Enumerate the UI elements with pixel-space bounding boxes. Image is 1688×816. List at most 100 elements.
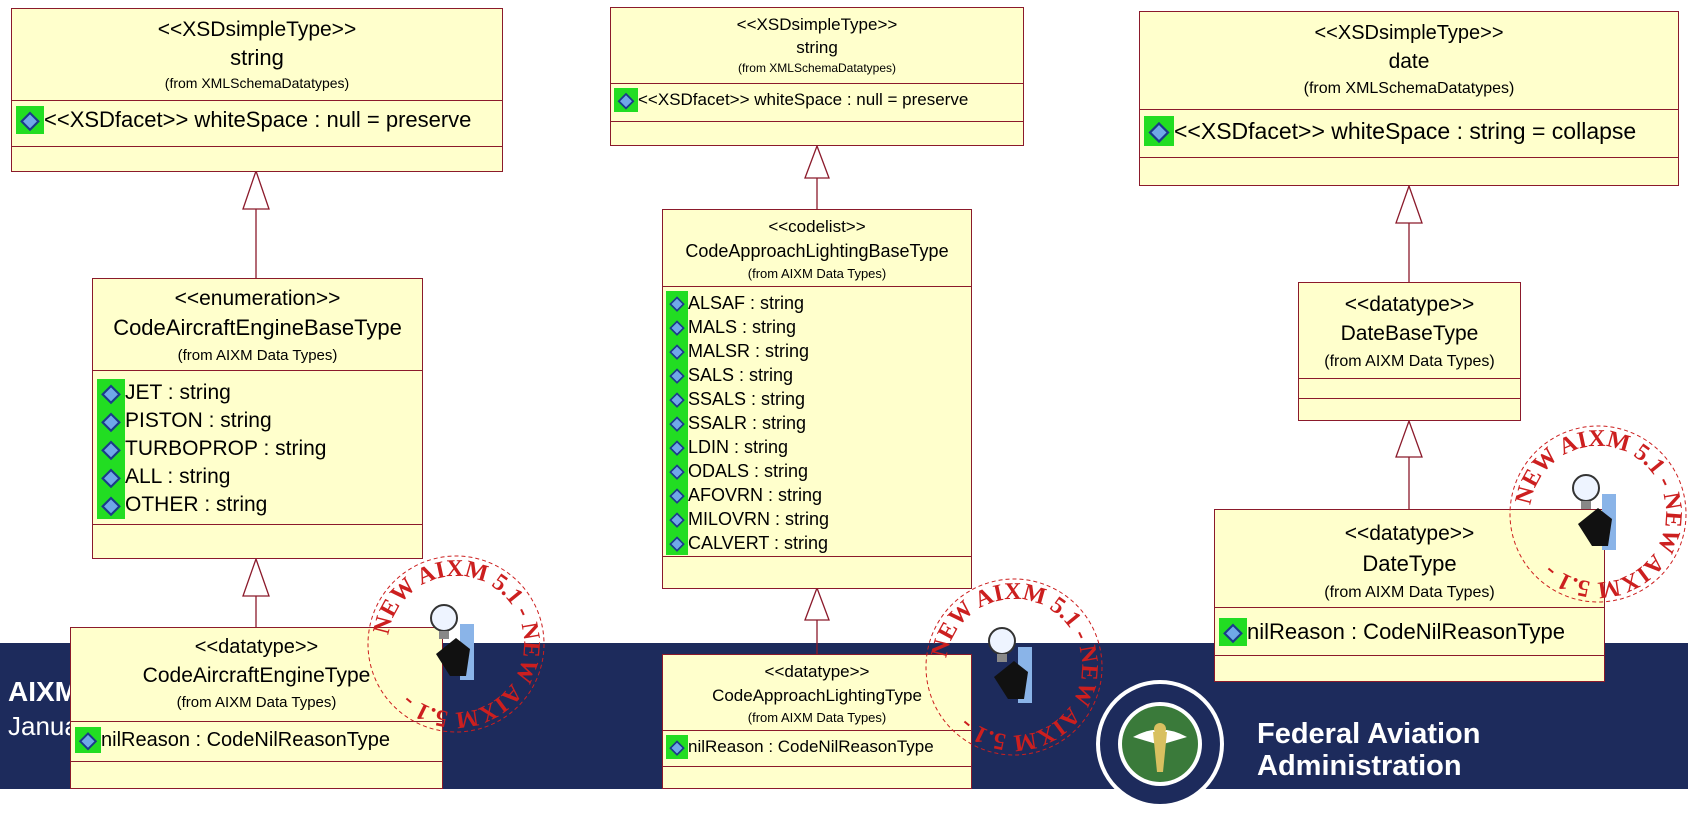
attribute-icon [666, 531, 688, 555]
attribute-label: SALS : string [688, 364, 794, 385]
class-origin: (from AIXM Data Types) [747, 266, 887, 281]
class-origin: (from AIXM Data Types) [1324, 353, 1495, 370]
class-name: CodeAircraftEngineType [142, 664, 371, 687]
class-stereotype: <<datatype>> [194, 636, 319, 658]
class-stereotype: <<XSDsimpleType>> [1314, 22, 1504, 44]
attribute-icon [666, 363, 688, 387]
class-name: date [1388, 50, 1430, 73]
attribute-label: MALSR : string [688, 340, 810, 361]
class-header: <<datatype>> CodeApproachLightingType (f… [663, 655, 971, 731]
class-name: DateType [1362, 551, 1457, 576]
attribute-icon [1144, 116, 1174, 146]
class-stereotype: <<XSDsimpleType>> [157, 18, 357, 41]
attribute-row: ALL : string [97, 463, 422, 491]
class-header: <<datatype>> DateType (from AIXM Data Ty… [1215, 510, 1604, 608]
attribute-icon [666, 291, 688, 315]
attribute-row: <<XSDfacet>> whiteSpace : string = colla… [1144, 115, 1678, 147]
attribute-label: <<XSDfacet>> whiteSpace : null = preserv… [638, 90, 969, 109]
attribute-icon [16, 106, 44, 134]
attribute-icon [614, 88, 638, 112]
new-aixm-badge: NEW AIXM 5.1 - NEW AIXM 5.1 - [1509, 425, 1687, 603]
class-stereotype: <<codelist>> [768, 217, 866, 236]
attribute-label: ALL : string [125, 465, 231, 488]
attribute-row: OTHER : string [97, 491, 422, 519]
attribute-label: SSALR : string [688, 412, 807, 433]
attribute-icon [666, 315, 688, 339]
attribute-icon [666, 507, 688, 531]
class-origin: (from AIXM Data Types) [176, 694, 337, 711]
class-header: <<codelist>> CodeApproachLightingBaseTyp… [663, 210, 971, 287]
attribute-icon [666, 459, 688, 483]
attribute-label: JET : string [125, 381, 231, 404]
class-name: string [796, 38, 838, 57]
class-name: CodeAircraftEngineBaseType [113, 315, 402, 340]
class-origin: (from XMLSchemaDatatypes) [164, 75, 350, 91]
attribute-icon [97, 435, 125, 463]
uml-diagram: AIXM 5.1 Developer's Seminar January Fed… [0, 7, 1688, 804]
attribute-row: ALSAF : string [666, 291, 971, 315]
class-name: CodeApproachLightingType [712, 686, 922, 705]
attribute-label: nilReason : CodeNilReasonType [1247, 619, 1565, 644]
generalization-arrow-5 [1395, 184, 1423, 282]
class-stereotype: <<XSDsimpleType>> [736, 15, 898, 34]
attribute-icon [1219, 618, 1247, 646]
attribute-row: MILOVRN : string [666, 507, 971, 531]
attribute-icon [97, 379, 125, 407]
class-stereotype: <<datatype>> [1344, 522, 1475, 545]
attribute-icon [666, 483, 688, 507]
attribute-row: SALS : string [666, 363, 971, 387]
attribute-icon [666, 735, 688, 759]
class-stereotype: <<enumeration>> [174, 287, 341, 310]
attribute-row: SSALR : string [666, 411, 971, 435]
class-box-date-base-type: <<datatype>> DateBaseType (from AIXM Dat… [1298, 282, 1521, 421]
class-box-code-approach-lighting-base-type: <<codelist>> CodeApproachLightingBaseTyp… [662, 209, 972, 589]
attribute-compartment: JET : string PISTON : string TURBOPROP :… [93, 371, 422, 525]
attribute-row: SSALS : string [666, 387, 971, 411]
attribute-label: OTHER : string [125, 493, 268, 516]
attribute-label: LDIN : string [688, 436, 789, 457]
attribute-icon [666, 411, 688, 435]
agency-name-line2: Administration [1257, 750, 1462, 782]
class-header: <<XSDsimpleType>> date (from XMLSchemaDa… [1140, 12, 1678, 110]
class-box-code-approach-lighting-type: <<datatype>> CodeApproachLightingType (f… [662, 654, 972, 789]
class-header: <<XSDsimpleType>> string (from XMLSchema… [12, 9, 502, 101]
attribute-icon [666, 339, 688, 363]
class-stereotype: <<datatype>> [1344, 293, 1475, 316]
attribute-compartment: ALSAF : string MALS : string MALSR : str… [663, 287, 971, 557]
lightbulb-badge-icon [1572, 474, 1616, 550]
attribute-row: TURBOPROP : string [97, 435, 422, 463]
attribute-icon [97, 407, 125, 435]
class-name: CodeApproachLightingBaseType [685, 241, 949, 261]
generalization-arrow-2 [242, 557, 270, 627]
attribute-icon [97, 463, 125, 491]
attribute-label: <<XSDfacet>> whiteSpace : string = colla… [1174, 117, 1637, 144]
lightbulb-badge-icon [988, 627, 1032, 703]
attribute-row: nilReason : CodeNilReasonType [75, 726, 442, 754]
class-name: DateBaseType [1340, 322, 1479, 345]
attribute-compartment: <<XSDfacet>> whiteSpace : null = preserv… [12, 101, 502, 147]
attribute-label: MILOVRN : string [688, 508, 830, 529]
class-box-xsd-string-1: <<XSDsimpleType>> string (from XMLSchema… [11, 8, 503, 172]
attribute-row: JET : string [97, 379, 422, 407]
class-box-date-type: <<datatype>> DateType (from AIXM Data Ty… [1214, 509, 1605, 682]
attribute-row: nilReason : CodeNilReasonType [1219, 617, 1604, 647]
generalization-arrow-3 [804, 144, 830, 209]
class-origin: (from XMLSchemaDatatypes) [737, 61, 897, 75]
attribute-icon [97, 491, 125, 519]
attribute-compartment: nilReason : CodeNilReasonType [663, 731, 971, 767]
generalization-arrow-1 [242, 168, 270, 278]
attribute-label: ALSAF : string [688, 292, 805, 313]
attribute-row: MALS : string [666, 315, 971, 339]
attribute-label: TURBOPROP : string [125, 437, 327, 460]
class-header: <<XSDsimpleType>> string (from XMLSchema… [611, 8, 1023, 84]
class-box-xsd-date: <<XSDsimpleType>> date (from XMLSchemaDa… [1139, 11, 1679, 186]
attribute-row: PISTON : string [97, 407, 422, 435]
new-aixm-badge: NEW AIXM 5.1 - NEW AIXM 5.1 - [367, 555, 545, 733]
generalization-arrow-6 [1395, 419, 1423, 509]
lightbulb-badge-icon [430, 604, 474, 680]
attribute-compartment: <<XSDfacet>> whiteSpace : null = preserv… [611, 84, 1023, 122]
class-box-code-aircraft-engine-base-type: <<enumeration>> CodeAircraftEngineBaseTy… [92, 278, 423, 559]
class-origin: (from AIXM Data Types) [1324, 584, 1495, 601]
attribute-label: nilReason : CodeNilReasonType [688, 737, 934, 756]
class-origin: (from AIXM Data Types) [747, 710, 887, 725]
